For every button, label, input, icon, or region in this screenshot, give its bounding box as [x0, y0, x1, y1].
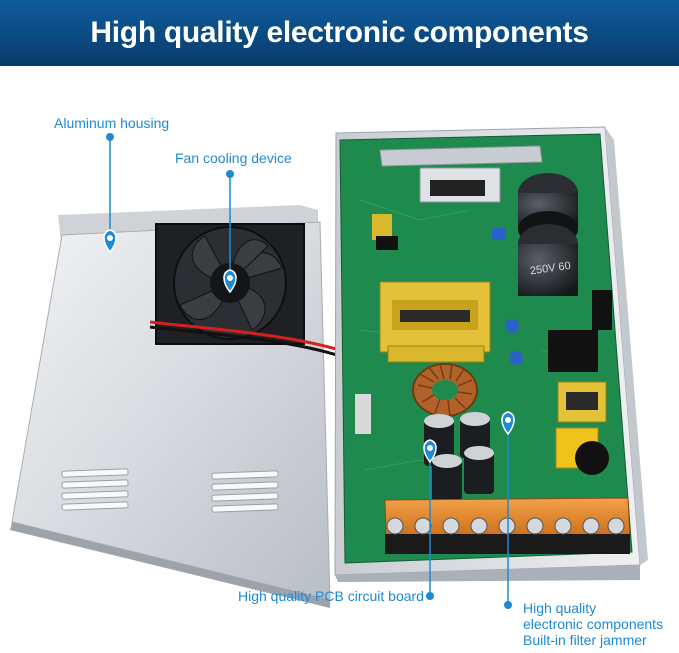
callout-components-line-2: electronic components — [523, 616, 664, 632]
location-pin-icon — [223, 269, 237, 294]
pcb-board: 250V 60 — [339, 133, 633, 564]
callout-dots — [106, 133, 512, 609]
location-pin-icon — [103, 229, 117, 254]
callout-components-line-3: Built-in filter jammer — [523, 632, 647, 648]
capacitor-marking: 250V 60 — [529, 260, 571, 278]
callout-fan-cooling: Fan cooling device — [175, 150, 292, 166]
location-pin-icon — [501, 411, 515, 436]
callout-aluminum-housing: Aluminum housing — [54, 115, 170, 131]
large-capacitors: 250V 60 — [518, 173, 578, 296]
page-title: High quality electronic components compo… — [90, 16, 589, 115]
toroid-coil — [412, 363, 478, 417]
location-pin-icon — [423, 439, 437, 464]
inductor-block — [548, 330, 598, 372]
callout-components: High quality electronic components Built… — [523, 600, 663, 648]
header-banner — [0, 0, 679, 66]
callout-leaders — [109, 137, 509, 605]
callout-pcb-board: High quality PCB circuit board — [238, 588, 424, 604]
transformer — [379, 281, 491, 363]
vent-slots-right — [211, 470, 279, 513]
vent-slots-left — [61, 468, 129, 511]
callout-components-line-1: High quality — [523, 600, 597, 616]
